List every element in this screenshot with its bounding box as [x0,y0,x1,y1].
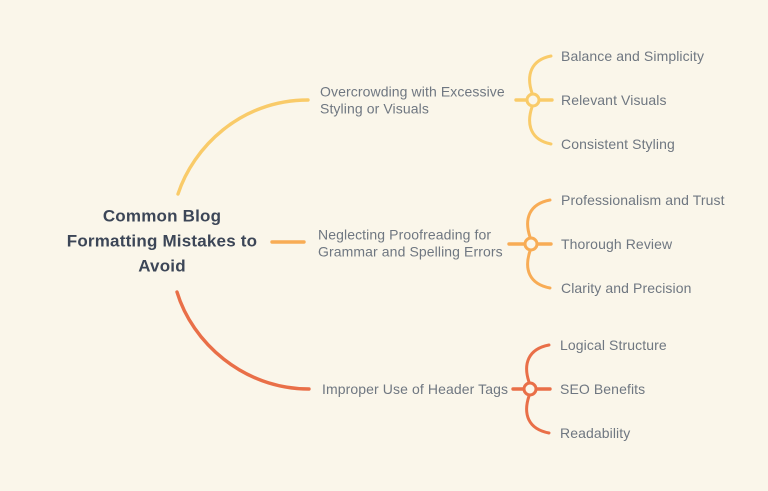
leaf-node-readability[interactable]: Readability [560,424,631,441]
branch1-collapse-toggle[interactable] [525,92,541,108]
leaf-node-consistent-styling[interactable]: Consistent Styling [561,135,675,152]
branch1-curve [176,98,310,196]
leaf-node-clarity-and-precision[interactable]: Clarity and Precision [561,279,692,296]
leaf-node-balance-and-simplicity[interactable]: Balance and Simplicity [561,47,705,64]
branch2-fork-up [526,198,552,239]
branch2-collapse-toggle[interactable] [523,236,539,252]
branch3-curve [175,290,311,391]
branch2-fork-down [526,249,552,290]
branch3-collapse-toggle[interactable] [522,381,538,397]
leaf-node-logical-structure[interactable]: Logical Structure [560,336,667,353]
leaf-node-seo-benefits[interactable]: SEO Benefits [560,380,646,397]
branch3-fork-down [525,394,551,435]
branch-node-header-tags[interactable]: Improper Use of Header Tags [322,380,509,397]
leaf-node-professionalism-and-trust[interactable]: Professionalism and Trust [561,191,725,208]
leaf-node-relevant-visuals[interactable]: Relevant Visuals [561,91,667,108]
root-node[interactable]: Common Blog Formatting Mistakes to Avoid [66,206,258,276]
leaf-node-thorough-review[interactable]: Thorough Review [561,235,673,252]
branch-node-proofreading[interactable]: Neglecting Proofreading for Grammar and … [318,226,503,260]
branch-node-overcrowding[interactable]: Overcrowding with Excessive Styling or V… [320,83,505,117]
branch3-fork-up [525,343,551,384]
branch1-fork-down [528,105,553,146]
branch1-fork-up [528,54,553,95]
